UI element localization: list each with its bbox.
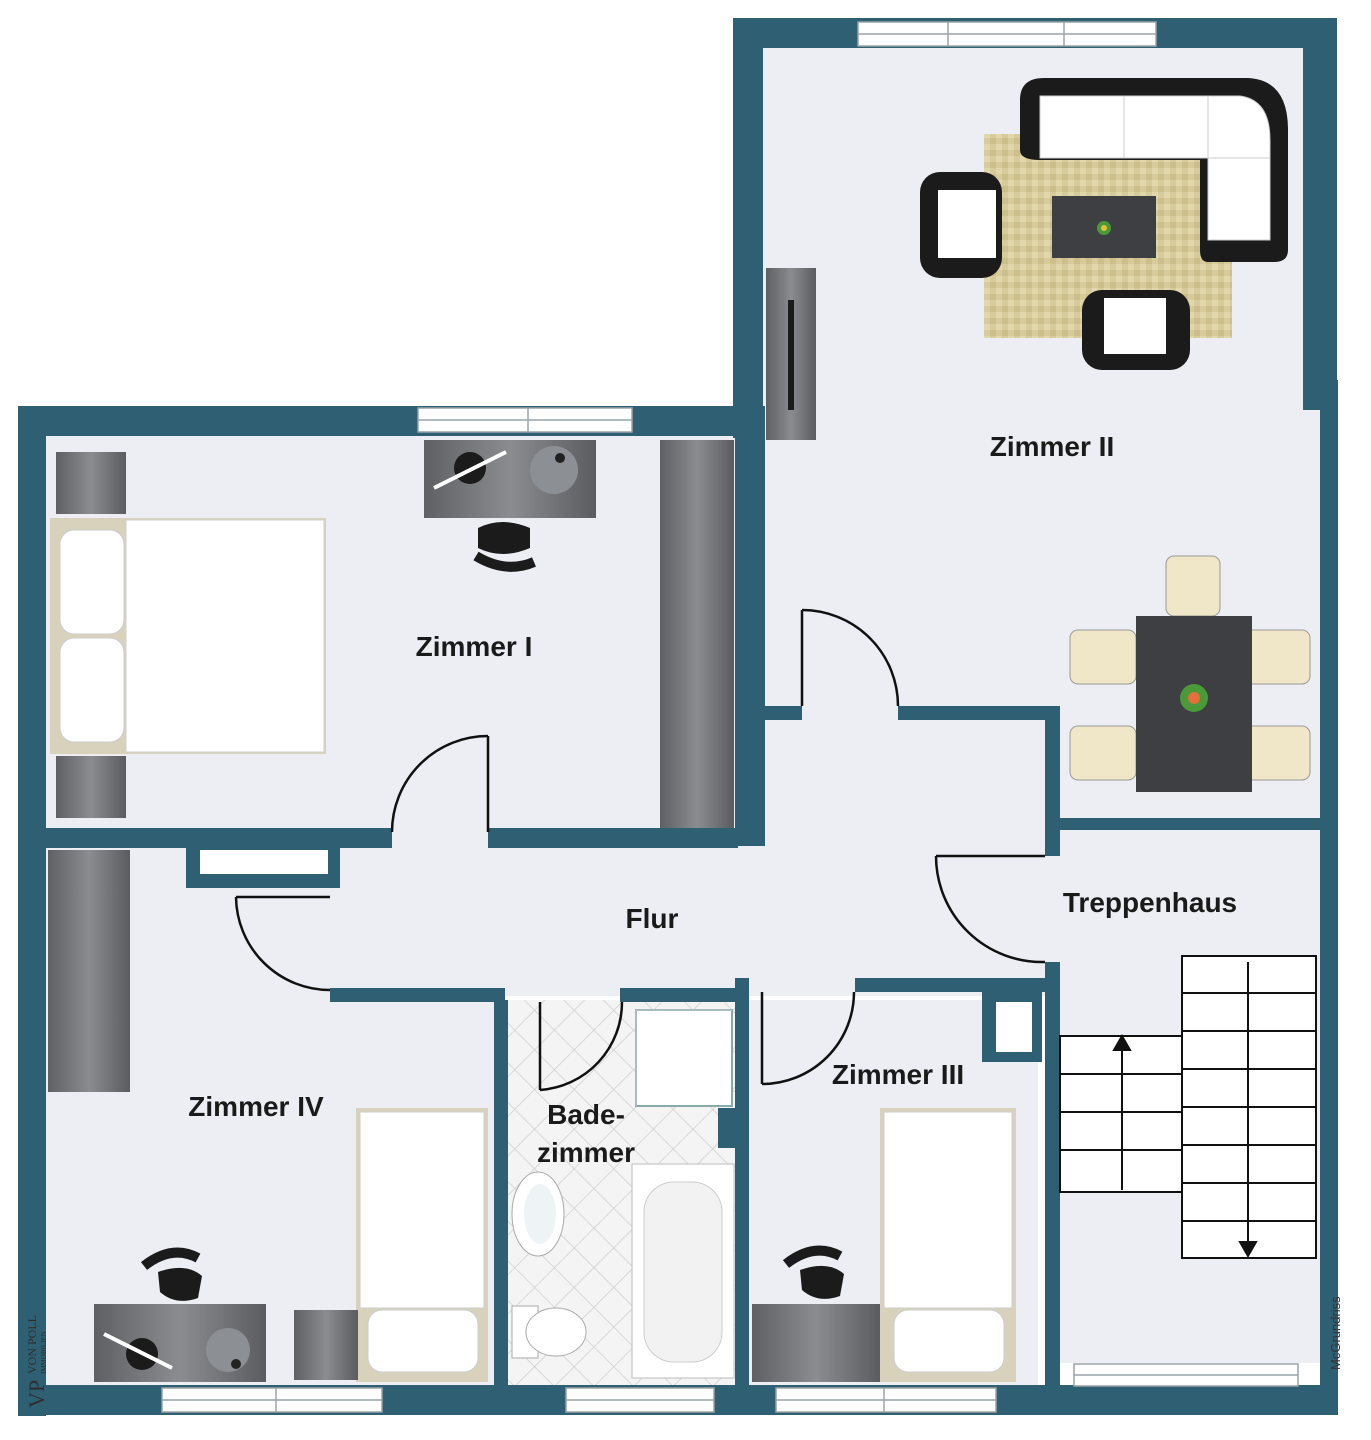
staircase	[1059, 955, 1317, 1259]
wall-stair-top	[1045, 818, 1335, 830]
stair-arrow-down	[1238, 962, 1258, 1259]
wall-ii-right	[1320, 380, 1338, 1390]
dining-chair	[1243, 725, 1311, 781]
door-badezimmer	[538, 1001, 624, 1092]
wall-zii-bottom-right	[898, 706, 1060, 720]
zimmer-iii-furniture	[752, 1108, 1016, 1382]
door-zimmer-ii	[800, 608, 900, 707]
nightstand	[56, 756, 126, 818]
toilet	[511, 1305, 587, 1359]
wall-ii-right-notch	[1303, 380, 1337, 410]
wall-flur-bottom-b	[620, 988, 748, 1002]
office-chair	[782, 1245, 844, 1299]
wall-zii-stair-divider	[1045, 706, 1060, 856]
window-stair-bottom	[1073, 1363, 1299, 1387]
window-bad-bottom	[565, 1387, 715, 1413]
dining-chair	[1165, 555, 1221, 617]
wall-bad-right	[735, 978, 749, 1388]
desk	[94, 1304, 266, 1382]
room-labels: Zimmer II Zimmer I Flur Treppenhaus Zimm…	[188, 431, 1237, 1168]
dining-set	[1069, 555, 1311, 792]
wall-top-left	[18, 406, 763, 436]
armchair-bottom	[1082, 290, 1190, 370]
door-zimmer-iv	[234, 895, 331, 992]
wall-left	[18, 406, 46, 1416]
dining-chair	[1069, 629, 1137, 685]
von-poll-logo: VP VON POLL IMMOBILIEN	[24, 1315, 49, 1408]
living-area	[766, 78, 1288, 440]
label-treppenhaus: Treppenhaus	[1063, 887, 1237, 918]
label-zimmer-iv: Zimmer IV	[188, 1091, 324, 1122]
single-bed	[880, 1108, 1016, 1382]
shaft-inner	[996, 1002, 1032, 1052]
wall-bad-inner	[718, 1108, 746, 1148]
mcgrundriss-credit: McGrundriss	[1328, 1296, 1343, 1370]
windows	[161, 21, 1299, 1413]
wall-ziv-right	[494, 1000, 508, 1390]
office-chair	[473, 522, 536, 572]
niche-inner	[200, 850, 328, 874]
stair-arrow-up	[1112, 1033, 1132, 1190]
window-zii-top	[857, 21, 1157, 47]
sink	[511, 1171, 565, 1257]
label-zimmer-i: Zimmer I	[416, 631, 533, 662]
logo-mark: VP	[24, 1380, 49, 1408]
tv-unit	[766, 268, 816, 440]
sofa	[1020, 78, 1288, 262]
desk	[752, 1304, 880, 1382]
wall-flur-bottom-a	[330, 988, 505, 1002]
logo-sub: IMMOBILIEN	[40, 1331, 48, 1374]
bathroom-fixtures	[511, 1009, 735, 1379]
double-bed	[50, 518, 326, 754]
label-zimmer-iii: Zimmer III	[832, 1059, 964, 1090]
wall-flur-bottom-c	[855, 978, 1055, 992]
wall-zi-right	[735, 406, 765, 846]
shower	[635, 1009, 733, 1107]
label-zimmer-ii: Zimmer II	[990, 431, 1114, 462]
door-zimmer-iii	[760, 991, 856, 1086]
label-badezimmer-line2: zimmer	[537, 1137, 635, 1168]
bedroom-furniture	[50, 440, 734, 828]
single-bed	[356, 1108, 488, 1382]
nightstand	[56, 452, 126, 514]
window-ziv-bottom	[161, 1387, 383, 1413]
label-badezimmer-line1: Bade-	[547, 1099, 625, 1130]
wall-stair-left-lower	[1045, 962, 1060, 1387]
zimmer-iv-furniture	[48, 850, 488, 1382]
wardrobe	[660, 440, 734, 828]
wall-zii-bottom-left	[750, 706, 802, 720]
desk	[424, 440, 596, 518]
coffee-table	[1052, 196, 1156, 258]
door-zimmer-i	[390, 734, 490, 833]
window-ziii-bottom	[775, 1387, 997, 1413]
logo-name: VON POLL	[25, 1315, 39, 1374]
wall-zi-bottom-left	[46, 828, 392, 848]
dining-chair	[1243, 629, 1311, 685]
nightstand	[294, 1310, 358, 1380]
door-treppenhaus	[934, 854, 1046, 964]
office-chair	[140, 1247, 202, 1301]
doors	[234, 608, 1046, 1092]
wall-zi-bottom-right	[488, 828, 738, 848]
label-flur: Flur	[626, 903, 679, 934]
dining-chair	[1069, 725, 1137, 781]
bathtub	[631, 1163, 735, 1379]
window-zi-top	[417, 407, 633, 433]
wall-ii-left	[733, 18, 763, 438]
armchair-left	[920, 172, 1002, 278]
wardrobe	[48, 850, 130, 1092]
wall-ii-right-upper	[1303, 18, 1337, 386]
